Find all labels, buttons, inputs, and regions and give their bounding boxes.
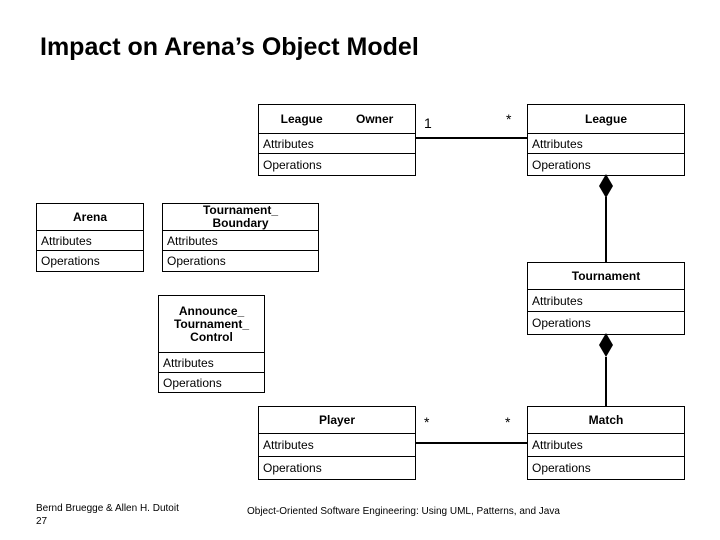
attributes-compartment: Attributes <box>528 290 684 312</box>
operations-compartment: Operations <box>532 316 591 330</box>
class-name-arena: Arena <box>37 204 143 231</box>
operations-compartment: Operations <box>263 461 322 475</box>
composition-line-tournament-match <box>605 357 607 406</box>
operations-compartment: Operations <box>167 254 226 268</box>
class-box-league-owner: League Owner Attributes Operations <box>258 104 416 176</box>
attributes-compartment: Attributes <box>159 353 264 373</box>
class-box-announce-tournament-control: Announce_ Tournament_ Control Attributes… <box>158 295 265 393</box>
class-box-match: Match Attributes Operations <box>527 406 685 480</box>
class-box-tournament: Tournament Attributes Operations <box>527 262 685 335</box>
multiplicity-label: * <box>505 414 511 430</box>
attributes-compartment: Attributes <box>163 231 318 251</box>
class-box-league: League Attributes Operations <box>527 104 685 176</box>
class-box-tournament-boundary: Tournament_ Boundary Attributes Operatio… <box>162 203 319 272</box>
attributes-compartment: Attributes <box>528 134 684 154</box>
multiplicity-label: * <box>424 414 430 430</box>
multiplicity-label: 1 <box>424 115 432 131</box>
class-box-arena: Arena Attributes Operations <box>36 203 144 272</box>
class-name-announce-tournament-control: Announce_ Tournament_ Control <box>159 296 264 353</box>
association-line-player-match <box>416 442 527 444</box>
class-name-match: Match <box>528 407 684 434</box>
attributes-compartment: Attributes <box>259 434 415 457</box>
composition-line-league-tournament <box>605 197 607 262</box>
operations-compartment: Operations <box>163 375 222 390</box>
attributes-compartment: Attributes <box>528 434 684 457</box>
composition-diamond-tournament-match <box>599 333 613 357</box>
association-line-leagueowner-league <box>416 137 527 139</box>
class-name-tournament-boundary: Tournament_ Boundary <box>163 204 318 231</box>
footer-authors: Bernd Bruegge & Allen H. Dutoit <box>36 503 179 514</box>
operations-compartment: Operations <box>263 157 322 172</box>
operations-compartment: Operations <box>532 157 591 172</box>
class-name-player: Player <box>259 407 415 434</box>
composition-diamond-league-tournament <box>599 174 613 198</box>
class-box-player: Player Attributes Operations <box>258 406 416 480</box>
attributes-compartment: Attributes <box>37 231 143 251</box>
class-name-tournament: Tournament <box>528 263 684 290</box>
footer-book-title: Object-Oriented Software Engineering: Us… <box>247 506 560 517</box>
operations-compartment: Operations <box>532 461 591 475</box>
class-name-league-owner: League Owner <box>259 105 415 134</box>
operations-compartment: Operations <box>41 254 100 268</box>
footer-page-number: 27 <box>36 516 48 527</box>
class-name-league: League <box>528 105 684 134</box>
attributes-compartment: Attributes <box>259 134 415 154</box>
slide-title: Impact on Arena’s Object Model <box>40 33 419 61</box>
multiplicity-label: * <box>506 111 512 127</box>
